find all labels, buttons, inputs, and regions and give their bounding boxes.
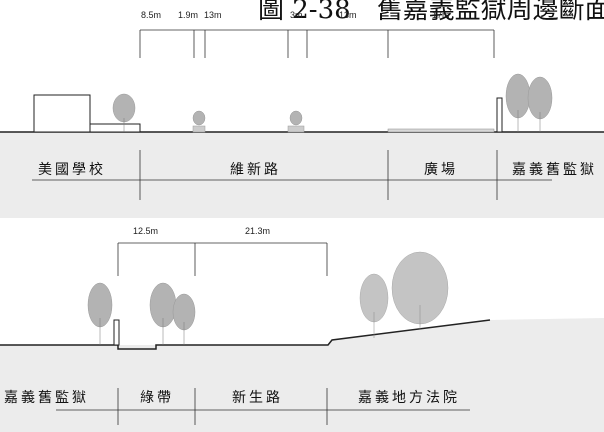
bottom-dimension-chain (117, 242, 328, 276)
prison-wall-2 (113, 319, 120, 346)
bottom-label-dividers (56, 388, 470, 425)
tree-median-1 (192, 110, 206, 133)
dim-label-4: 3m (290, 10, 303, 20)
figure-caption: 圖 2-38 舊嘉義監獄周邊斷面示意圖 (258, 0, 604, 25)
bottom-label-green: 綠帶 (140, 390, 174, 406)
top-ground-band (0, 132, 604, 218)
school-low-wall (89, 123, 141, 133)
dim-label-3: 13m (204, 10, 222, 20)
tree-school (112, 93, 136, 132)
dim-label-6: 17m (432, 10, 450, 20)
dim-label-2: 1.9m (178, 10, 198, 20)
tree-prison-2 (87, 282, 113, 345)
bottom-label-court: 嘉義地方法院 (358, 389, 460, 406)
dim-label-road2: 21.3m (245, 226, 270, 236)
bottom-ground-line (0, 319, 491, 350)
bottom-ground-band (0, 318, 604, 432)
top-label-road: 維新路 (230, 162, 281, 178)
dim-label-1: 8.5m (141, 10, 161, 20)
tree-prison (505, 73, 553, 132)
top-label-school: 美國學校 (38, 161, 106, 178)
prison-wall (496, 97, 503, 133)
top-label-dividers (32, 150, 552, 200)
bottom-label-prison: 嘉義舊監獄 (4, 389, 89, 406)
school-building (33, 94, 91, 133)
tree-median-2 (287, 110, 305, 133)
top-label-plaza: 廣場 (424, 161, 458, 178)
plaza-pavement (387, 128, 495, 133)
top-dimension-chain (139, 29, 495, 58)
dim-label-green: 12.5m (133, 226, 158, 236)
top-label-prison: 嘉義舊監獄 (512, 161, 597, 178)
tree-green-belt (149, 282, 196, 345)
tree-court (359, 251, 449, 338)
dim-label-5: 13m (339, 10, 357, 20)
bottom-label-road: 新生路 (232, 390, 283, 406)
